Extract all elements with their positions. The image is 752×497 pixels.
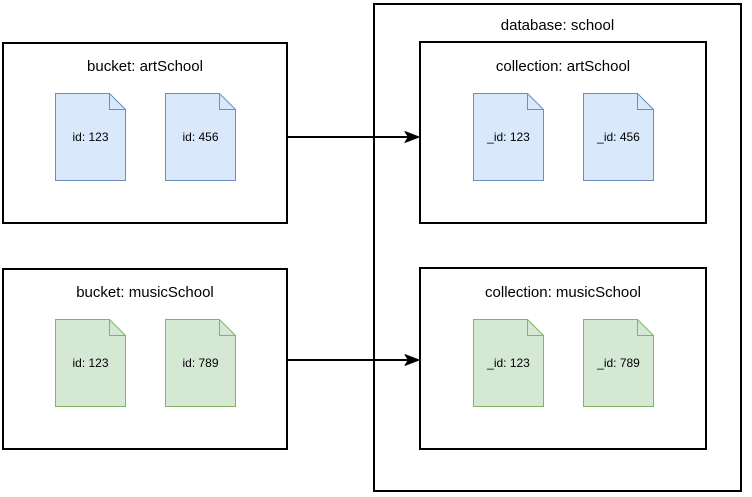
bucket-box-musicschool[interactable]: bucket: musicSchool id: 123 id: 789 bbox=[2, 268, 288, 450]
arrow-musicschool-to-collection bbox=[288, 353, 420, 367]
document-icon-bucket-music-789[interactable]: id: 789 bbox=[165, 319, 236, 407]
collection-artschool-label: collection: artSchool bbox=[495, 58, 631, 75]
document-icon-bucket-art-123[interactable]: id: 123 bbox=[55, 93, 126, 181]
document-icon-collection-art-123[interactable]: _id: 123 bbox=[473, 93, 544, 181]
bucket-musicschool-label: bucket: musicSchool bbox=[76, 284, 214, 301]
arrow-artschool-to-collection bbox=[288, 130, 420, 144]
database-box-school[interactable]: database: school collection: artSchool _… bbox=[373, 3, 742, 492]
bucket-box-artschool[interactable]: bucket: artSchool id: 123 id: 456 bbox=[2, 42, 288, 224]
collection-box-musicschool[interactable]: collection: musicSchool _id: 123 _id: 78… bbox=[419, 267, 707, 450]
bucket-artschool-label: bucket: artSchool bbox=[87, 58, 203, 75]
document-icon-bucket-art-456[interactable]: id: 456 bbox=[165, 93, 236, 181]
document-icon-collection-music-123[interactable]: _id: 123 bbox=[473, 319, 544, 407]
document-icon-bucket-music-123[interactable]: id: 123 bbox=[55, 319, 126, 407]
database-label: database: school bbox=[500, 17, 615, 34]
document-icon-collection-art-456[interactable]: _id: 456 bbox=[583, 93, 654, 181]
collection-box-artschool[interactable]: collection: artSchool _id: 123 _id: 456 bbox=[419, 41, 707, 224]
document-icon-collection-music-789[interactable]: _id: 789 bbox=[583, 319, 654, 407]
collection-musicschool-label: collection: musicSchool bbox=[485, 284, 641, 301]
